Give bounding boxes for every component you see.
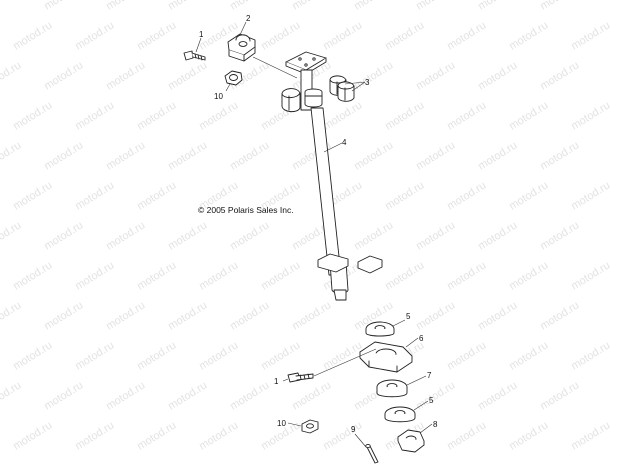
callout-5-bottom: 5 (429, 396, 434, 405)
nut-top (224, 70, 243, 86)
callout-4: 4 (342, 138, 347, 147)
washer-top (365, 321, 395, 337)
washer-bottom (384, 406, 416, 423)
bushing-right-lower (337, 81, 355, 102)
callout-1-bottom: 1 (274, 377, 279, 386)
callout-7: 7 (427, 371, 432, 380)
spacer (376, 379, 408, 398)
callout-1-top: 1 (199, 30, 204, 39)
steering-post-top-plate (285, 51, 327, 75)
nut-bottom-right (397, 429, 425, 453)
nut-bottom-left (301, 419, 319, 434)
callout-8: 8 (433, 420, 438, 429)
leader-lines (195, 21, 433, 448)
bushing-left (281, 88, 301, 113)
callout-6: 6 (419, 334, 424, 343)
callout-3: 3 (365, 78, 370, 87)
bolt-top (183, 50, 206, 61)
callout-2: 2 (246, 14, 251, 23)
cotter-pin (365, 443, 379, 464)
copyright-notice: © 2005 Polaris Sales Inc. (198, 205, 294, 215)
callout-numbers: 1 2 3 4 10 5 6 1 7 5 10 9 8 (199, 14, 438, 434)
callout-5-top: 5 (406, 312, 411, 321)
callout-10-bottom: 10 (277, 419, 286, 428)
callout-9: 9 (351, 425, 356, 434)
bolt-bottom (287, 372, 314, 383)
steering-post (300, 69, 383, 301)
callout-10-top: 10 (214, 92, 223, 101)
bearing-plate (359, 341, 413, 373)
clamp-bracket (227, 33, 256, 62)
